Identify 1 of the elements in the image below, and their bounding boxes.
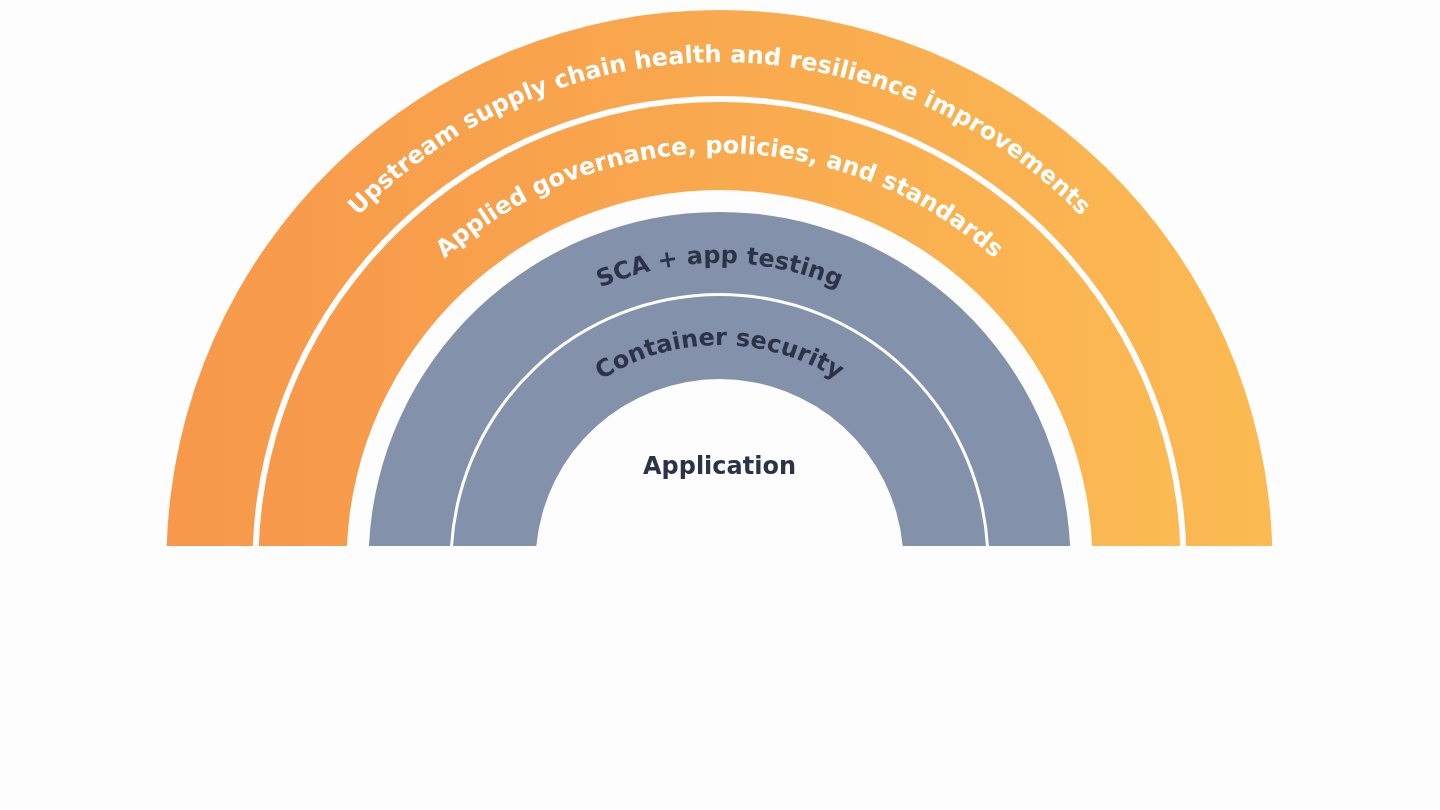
center-label: Application xyxy=(642,451,797,481)
